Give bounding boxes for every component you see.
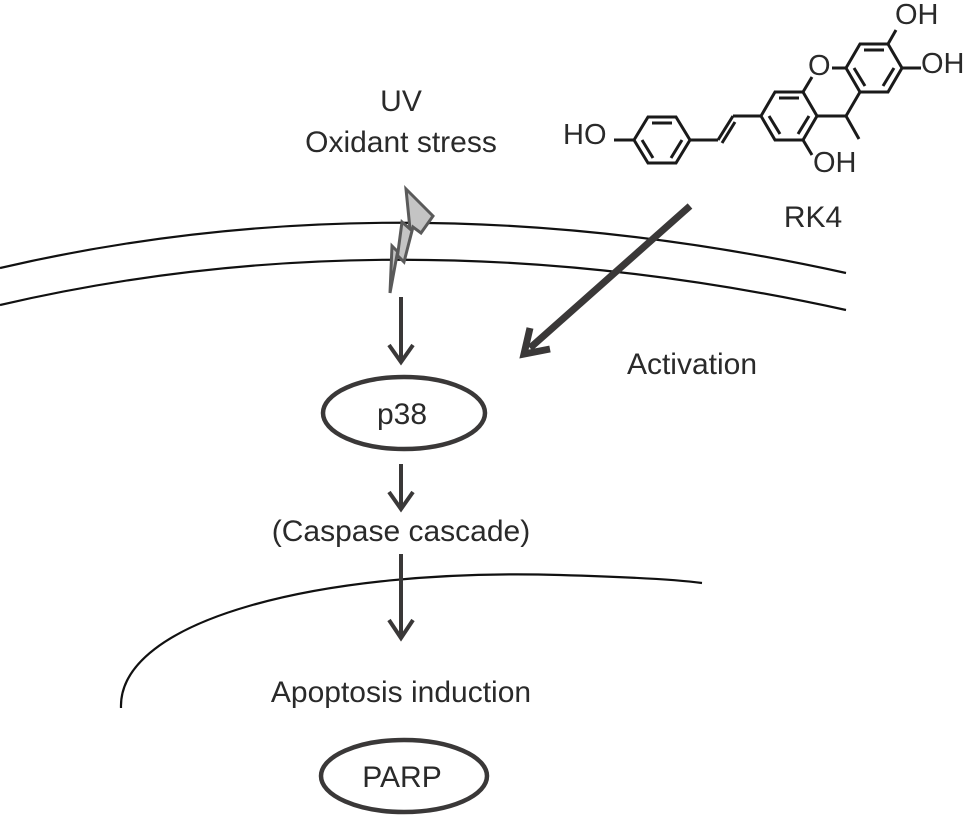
nuclear-membrane — [119, 573, 703, 709]
caspase-cascade-label: (Caspase cascade) — [272, 515, 530, 548]
apoptosis-induction-label: Apoptosis induction — [271, 676, 531, 709]
activation-label: Activation — [627, 348, 757, 381]
parp-node — [318, 737, 490, 815]
arrow-caspase-to-apoptosis — [387, 554, 415, 642]
chem-ring-oxygen: O — [808, 50, 831, 82]
parp-label: PARP — [362, 761, 441, 794]
arrow-p38-to-caspase — [387, 464, 415, 513]
rk4-structure: HO OH O OH OH — [563, 0, 965, 179]
arrow-rk4-activation — [519, 203, 693, 359]
chem-oh-right: OH — [921, 48, 965, 80]
stimulus-label-oxidant: Oxidant stress — [305, 126, 497, 159]
chem-ho-left: HO — [563, 119, 607, 151]
compound-name-label: RK4 — [784, 201, 842, 234]
p38-label: p38 — [377, 398, 427, 431]
stimulus-label-uv: UV — [380, 85, 422, 118]
cell-membrane-inner — [0, 258, 847, 312]
lightning-icon — [388, 184, 435, 294]
chem-oh-top: OH — [895, 0, 939, 31]
chem-oh-bottom: OH — [813, 147, 857, 179]
p38-node — [320, 374, 488, 452]
arrow-stress-to-p38 — [387, 297, 415, 366]
